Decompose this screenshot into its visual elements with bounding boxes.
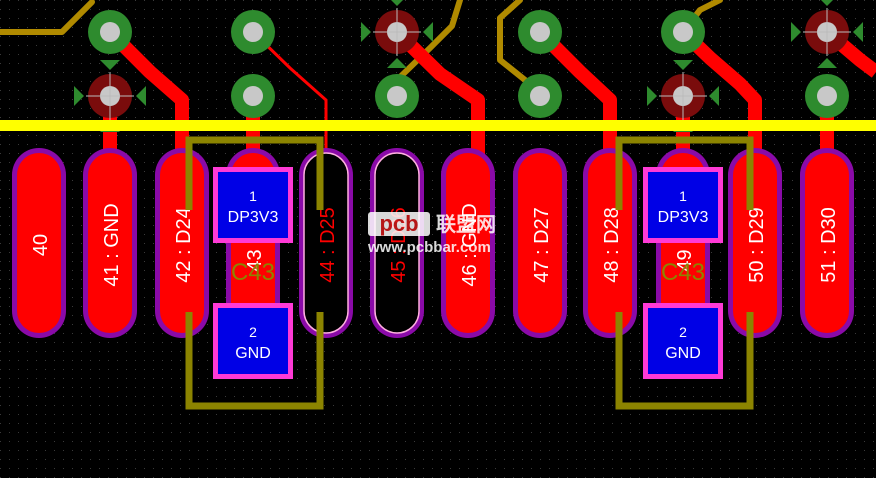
via-icon[interactable] — [518, 74, 562, 118]
component-designator: C43 — [231, 259, 275, 286]
via-icon[interactable] — [661, 10, 705, 54]
pad-label: 42 : D24 — [173, 207, 195, 283]
watermark-cn-text: 联盟网 — [436, 212, 496, 236]
pad-label: 40 — [30, 234, 52, 256]
pad-label: 50 : D29 — [746, 207, 768, 283]
via-icon[interactable] — [805, 74, 849, 118]
pad-number: 1 — [679, 188, 687, 204]
watermark-logo: pcb — [379, 211, 418, 236]
via-icon[interactable] — [231, 10, 275, 54]
watermark-logo-bg — [368, 212, 430, 236]
pad-label: 47 : D27 — [531, 207, 553, 283]
connector-pad[interactable]: 42 : D24 — [155, 148, 209, 338]
connector-pad[interactable]: 47 : D27 — [513, 148, 567, 338]
connector-pad[interactable]: 41 : GND — [83, 148, 137, 338]
via-icon[interactable] — [375, 74, 419, 118]
watermark: pcb 联盟网 www.pcbbar.com — [367, 211, 496, 256]
pad-number: 2 — [249, 324, 257, 340]
connector-pad[interactable]: 44 : D25 — [299, 148, 353, 338]
via-icon[interactable] — [518, 10, 562, 54]
pad-label: 51 : D30 — [818, 207, 840, 283]
connector-pad[interactable]: 46 : GND — [441, 148, 495, 338]
via-icon[interactable] — [361, 0, 433, 68]
pad-net-label: DP3V3 — [228, 209, 279, 226]
via-icon[interactable] — [88, 10, 132, 54]
pad-label: 41 : GND — [101, 203, 123, 286]
connector-pad[interactable]: 40 — [12, 148, 66, 338]
pad-net-label: DP3V3 — [658, 209, 709, 226]
watermark-url: www.pcbbar.com — [367, 239, 491, 256]
pad-net-label: GND — [665, 345, 701, 362]
thin-traces — [251, 30, 328, 170]
via-icon[interactable] — [231, 74, 275, 118]
vias — [74, 0, 863, 132]
pad-label: 48 : D28 — [601, 207, 623, 283]
silkscreen-board-line — [0, 120, 876, 131]
via-icon[interactable] — [791, 0, 863, 68]
pad-label: 46 : GND — [459, 203, 481, 286]
pad-label: 44 : D25 — [317, 207, 339, 283]
component-designator: C43 — [661, 259, 705, 286]
via-icon[interactable] — [647, 60, 719, 132]
via-icon[interactable] — [74, 60, 146, 132]
connector-pad[interactable]: 48 : D28 — [583, 148, 637, 338]
pad-number: 1 — [249, 188, 257, 204]
pad-number: 2 — [679, 324, 687, 340]
connector-pad[interactable]: 51 : D30 — [800, 148, 854, 338]
connector-pad[interactable]: 50 : D29 — [728, 148, 782, 338]
pad-net-label: GND — [235, 345, 271, 362]
